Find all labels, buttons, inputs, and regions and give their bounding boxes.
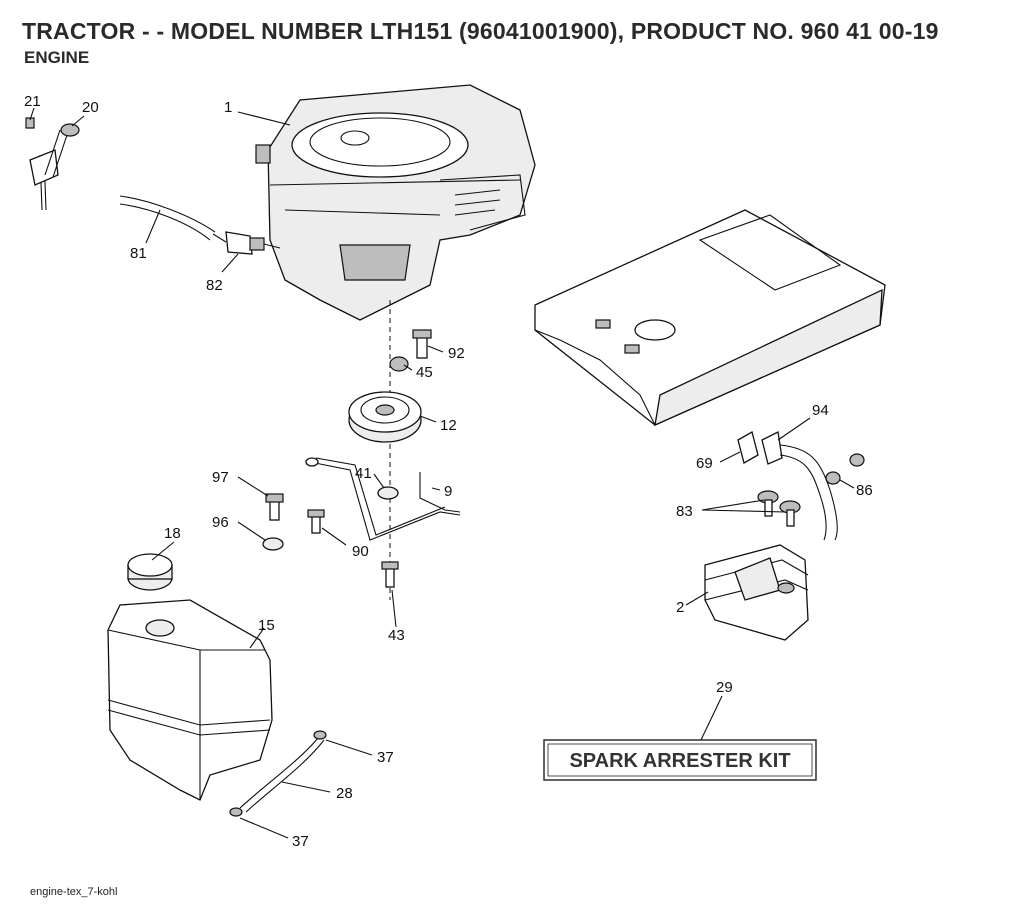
callout-82: 82 xyxy=(206,277,223,294)
callout-12: 12 xyxy=(440,417,457,434)
callout-97: 97 xyxy=(212,469,229,486)
bolts-part xyxy=(265,493,399,588)
callout-9: 9 xyxy=(444,483,452,500)
diagram-code: engine-tex_7-kohl xyxy=(30,886,118,898)
callout-90: 90 xyxy=(352,543,369,560)
callout-96: 96 xyxy=(212,514,229,531)
callout-43: 43 xyxy=(388,627,405,644)
engine-part xyxy=(255,84,536,321)
section-title: ENGINE xyxy=(24,48,90,67)
muffler-part xyxy=(704,544,809,641)
callout-45: 45 xyxy=(416,364,433,381)
callout-92: 92 xyxy=(448,345,465,362)
callout-labels: 1 21 20 81 82 92 45 12 41 9 97 96 90 43 … xyxy=(24,93,873,850)
nut-45-part xyxy=(389,356,409,372)
washer-96-part xyxy=(262,537,284,551)
callout-86: 86 xyxy=(856,482,873,499)
spark-arrester-kit-box: SPARK ARRESTER KIT xyxy=(543,739,817,781)
callout-29: 29 xyxy=(716,679,733,696)
callout-94: 94 xyxy=(812,402,829,419)
callout-37b: 37 xyxy=(292,833,309,850)
fuel-tank-part xyxy=(107,599,273,801)
fuel-hose-part xyxy=(119,195,281,255)
bracket-part xyxy=(305,457,461,541)
callout-37a: 37 xyxy=(377,749,394,766)
pulley-part xyxy=(348,391,422,443)
dipstick-part xyxy=(25,117,80,211)
frame-part xyxy=(534,209,886,427)
fuel-line-part xyxy=(229,730,327,817)
callout-41: 41 xyxy=(355,465,372,482)
callout-21: 21 xyxy=(24,93,41,110)
leader-lines xyxy=(29,107,855,839)
callout-28: 28 xyxy=(336,785,353,802)
callout-20: 20 xyxy=(82,99,99,116)
callout-1: 1 xyxy=(224,99,232,116)
spark-arrester-kit-label: SPARK ARRESTER KIT xyxy=(569,750,790,772)
callout-15: 15 xyxy=(258,617,275,634)
muffler-bolts-part xyxy=(757,490,801,527)
callout-69: 69 xyxy=(696,455,713,472)
callout-18: 18 xyxy=(164,525,181,542)
callout-2: 2 xyxy=(676,599,684,616)
page-title: TRACTOR - - MODEL NUMBER LTH151 (9604100… xyxy=(22,18,939,44)
exhaust-pipe-part xyxy=(737,431,865,541)
belt-guide-part xyxy=(419,472,461,513)
washer-41-part xyxy=(377,486,399,500)
bolt-92-part xyxy=(412,329,432,359)
callout-81: 81 xyxy=(130,245,147,262)
fuel-cap-part xyxy=(127,553,173,591)
callout-83: 83 xyxy=(676,503,693,520)
